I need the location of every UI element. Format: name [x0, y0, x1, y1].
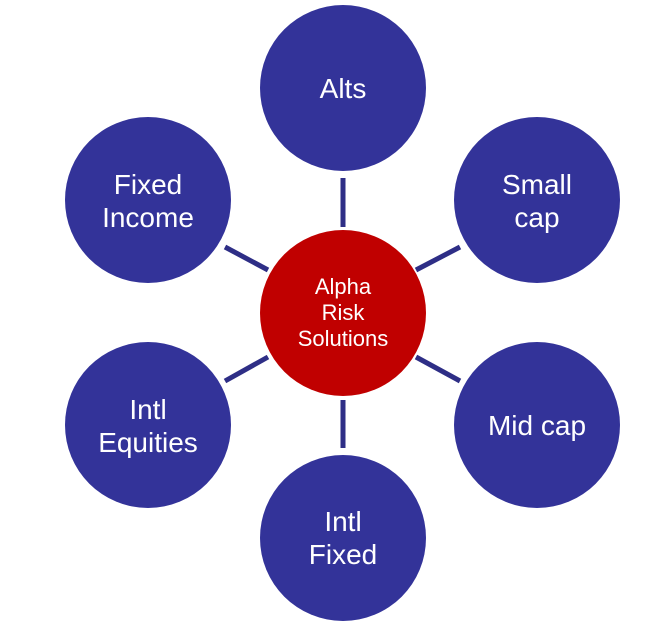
node-circle	[65, 342, 231, 508]
center-label-line: Risk	[322, 300, 366, 325]
center-label-line: Alpha	[315, 274, 372, 299]
node-intl-fixed: Intl Fixed	[260, 455, 426, 621]
node-label: Intl	[324, 506, 361, 537]
node-circle	[260, 5, 426, 171]
center-node: Alpha Risk Solutions	[260, 230, 426, 396]
node-fixed-income: Fixed Income	[65, 117, 231, 283]
connector-small-cap	[414, 244, 462, 273]
node-label: Alts	[320, 73, 367, 104]
connectors	[223, 178, 462, 448]
node-label: Fixed	[114, 169, 182, 200]
center-circle	[260, 230, 426, 396]
node-label: Small	[502, 169, 572, 200]
node-intl-equities: Intl Equities	[65, 342, 231, 508]
node-label: Intl	[129, 394, 166, 425]
node-label: Income	[102, 202, 194, 233]
node-circle	[454, 117, 620, 283]
center-label-line: Solutions	[298, 326, 389, 351]
node-label: Equities	[98, 427, 198, 458]
node-alts: Alts	[260, 5, 426, 171]
connector-intl-equities	[223, 354, 270, 384]
node-circle	[454, 342, 620, 508]
node-small-cap: Small cap	[454, 117, 620, 283]
node-label: Fixed	[309, 539, 377, 570]
node-mid-cap: Mid cap	[454, 342, 620, 508]
node-circle	[260, 455, 426, 621]
connector-fixed-income	[223, 244, 270, 273]
node-circle	[65, 117, 231, 283]
connector-mid-cap	[414, 354, 462, 384]
node-label: Mid cap	[488, 410, 586, 441]
node-label: cap	[514, 202, 559, 233]
